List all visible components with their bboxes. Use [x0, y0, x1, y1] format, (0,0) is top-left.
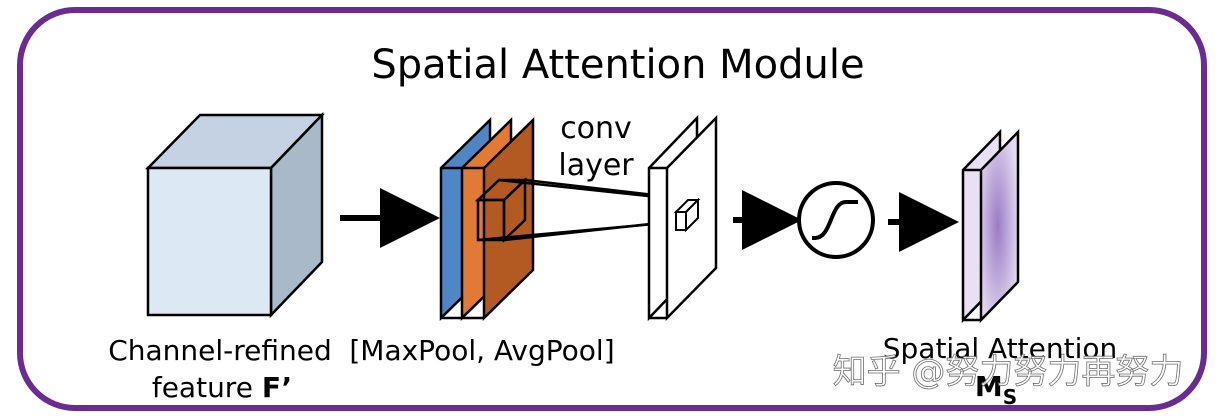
output-subscript: S — [1003, 385, 1017, 409]
diagram-title: Spatial Attention Module — [371, 42, 864, 88]
output-symbol: M — [975, 370, 1003, 403]
cube-front-face — [146, 166, 273, 317]
conv-cell-front — [675, 211, 687, 231]
conv-output-map — [647, 114, 718, 322]
watermark-text: 知乎 @努力努力再努力 — [833, 352, 1184, 392]
output-label-line1: Spatial Attention — [883, 332, 1118, 365]
input-feature-cube — [145, 111, 325, 319]
sigmoid-icon — [797, 181, 875, 259]
pool-label: [MaxPool, AvgPool] — [349, 334, 614, 367]
conv-label-line1: conv — [560, 111, 632, 146]
input-symbol: F’ — [262, 371, 292, 404]
input-label-text: feature — [152, 371, 262, 404]
avgpool-map-side — [482, 117, 535, 321]
input-label-line1: Channel-refined — [108, 334, 332, 367]
conv-label-line2: layer — [558, 148, 634, 183]
attention-map — [961, 128, 1020, 324]
input-label-line2: feature F’ — [152, 371, 292, 404]
pooled-feature-maps — [439, 117, 535, 321]
attention-map-side — [979, 128, 1020, 324]
output-label-line2: MS — [975, 370, 1017, 409]
module-frame — [17, 7, 1207, 411]
